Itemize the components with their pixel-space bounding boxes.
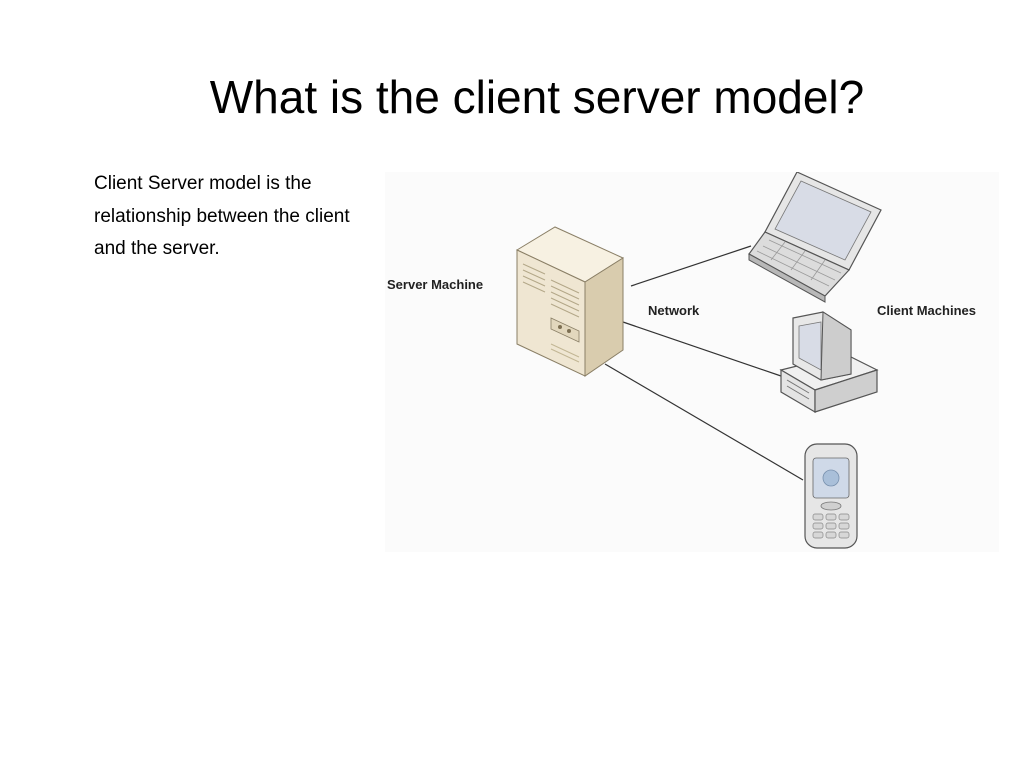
laptop-icon [748,172,882,303]
link-server-desktop [622,321,782,377]
desktop-computer-icon [779,311,879,414]
mobile-phone-icon [804,443,858,549]
client-machines-label: Client Machines [877,303,976,318]
server-tower-icon [515,226,625,377]
network-links [604,245,804,481]
client-server-diagram: Server Machine Network Client Machines [385,172,999,552]
server-machine-label: Server Machine [387,277,483,292]
body-text: Client Server model is the relationship … [94,173,350,259]
diagram-background [385,172,999,552]
link-server-phone [604,363,804,481]
link-server-laptop [630,245,752,287]
slide-title: What is the client server model? [209,71,865,123]
network-label: Network [648,303,700,318]
diagram-canvas: Server Machine Network Client Machines [385,172,999,552]
